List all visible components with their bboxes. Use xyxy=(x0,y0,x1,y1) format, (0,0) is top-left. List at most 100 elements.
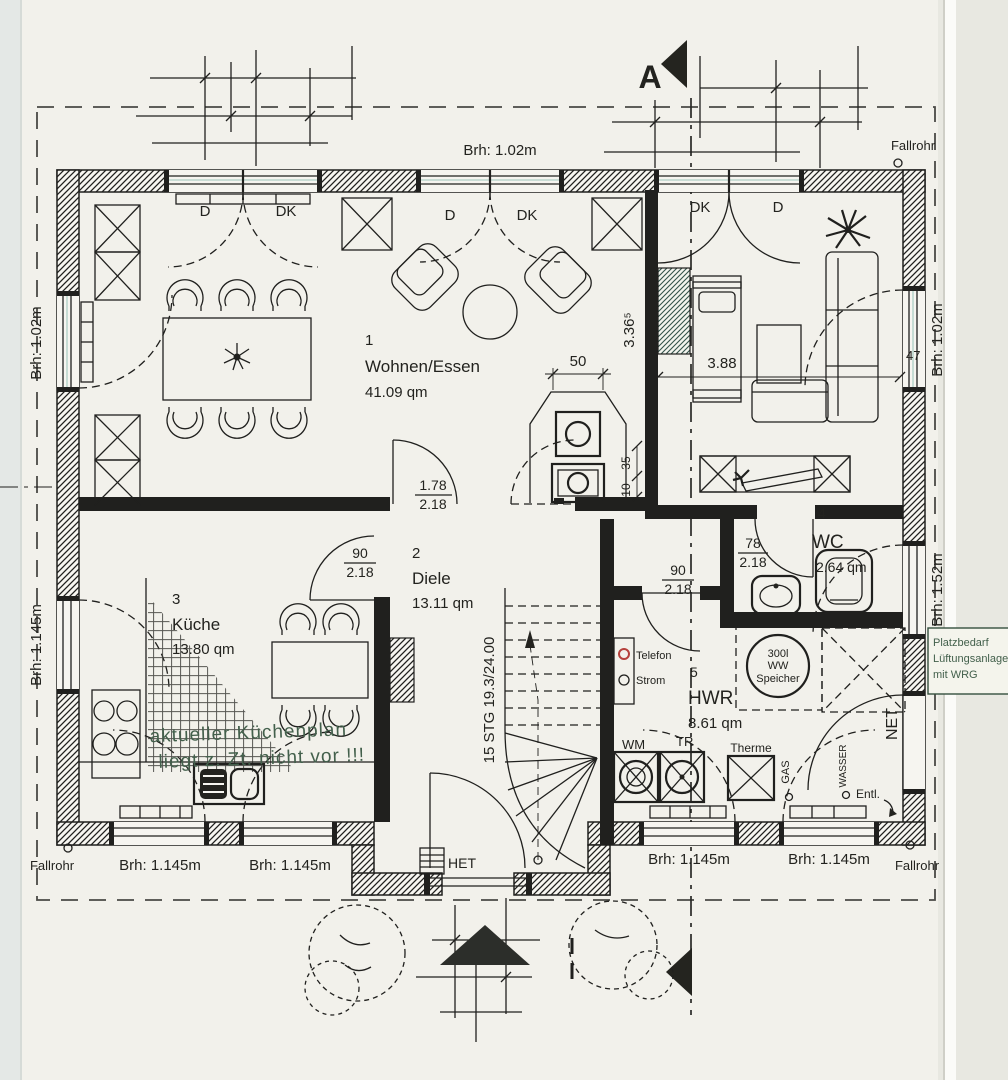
room-name: HWR xyxy=(688,688,733,709)
sill-label-left-lower: Brh: 1.145m xyxy=(28,604,45,686)
door-size-hwr: 90 2.18 xyxy=(662,562,694,597)
door-kueche xyxy=(309,535,375,601)
dimension-chain-top-right xyxy=(604,46,868,168)
sill-label-bottom-2: Brh: 1.145m xyxy=(249,857,331,874)
room-label-wohnen: 1 Wohnen/Essen 41.09 qm xyxy=(365,332,480,401)
window-tag-d: D xyxy=(200,203,211,220)
room-area: 8.61 qm xyxy=(688,715,742,732)
tree-right xyxy=(568,900,674,1000)
window-tag-dk: DK xyxy=(517,207,538,224)
dining-set xyxy=(162,279,312,439)
right-room-furniture: 3.88 3.36⁵ 47 xyxy=(621,209,920,493)
window-bottom-1 xyxy=(109,729,209,845)
sill-label-bottom-1: Brh: 1.145m xyxy=(119,857,201,874)
tr-label: TR xyxy=(676,734,693,749)
window-tags: D DK D DK DK D xyxy=(200,199,784,224)
living-furniture xyxy=(386,238,597,340)
note-line2: Lüftungsanlage xyxy=(933,653,1008,665)
wm-label: WM xyxy=(622,737,645,752)
side-door-hwr xyxy=(807,691,925,794)
window-tag-dk: DK xyxy=(276,203,297,220)
downpipe-label-bottom-left: Fallrohr xyxy=(30,858,75,873)
door-height: 2.18 xyxy=(419,496,446,512)
wasser-label: WASSER xyxy=(838,745,849,788)
window-top-1 xyxy=(164,170,322,268)
counter-hatch xyxy=(148,596,296,772)
section-arrow-top xyxy=(661,40,687,88)
note-line3: mit WRG xyxy=(933,669,978,681)
room-labels: 1 Wohnen/Essen 41.09 qm 2 Diele 13.11 qm… xyxy=(172,332,867,732)
room-number: 5 xyxy=(690,664,698,680)
kitchen: aktueller Küchenplan liegt z. Zt. nicht … xyxy=(79,578,374,806)
room-label-kueche: 3 Küche 13.80 qm xyxy=(172,591,235,658)
door-size-living: 1.78 2.18 xyxy=(415,477,452,512)
wasser-connection: WASSER xyxy=(838,745,851,800)
net-label: NET xyxy=(884,708,901,740)
strom-label: Strom xyxy=(636,675,665,687)
table-plant xyxy=(223,343,251,371)
room-label-wc: 4 WC 2.64 qm xyxy=(812,505,867,575)
door-entrance xyxy=(424,772,532,895)
door-hwr xyxy=(641,592,701,652)
speicher-line1: 300l xyxy=(768,648,789,660)
section-line-a: A xyxy=(638,40,692,1015)
telefon-strom-panel: Telefon Strom xyxy=(613,637,671,705)
room-area: 2.64 qm xyxy=(816,559,867,575)
window-tag-dk: DK xyxy=(690,199,711,216)
wardrobe-hatch xyxy=(389,637,415,703)
door-size-wc: 78 2.18 xyxy=(738,535,768,570)
dryer: TR xyxy=(658,734,706,804)
shaft-symbols xyxy=(94,197,643,506)
ww-speicher: 300l WW Speicher xyxy=(735,623,823,711)
room-name: Wohnen/Essen xyxy=(365,357,480,376)
sill-label-bottom-4: Brh: 1.145m xyxy=(788,851,870,868)
note-line1: Platzbedarf xyxy=(933,637,990,649)
room-area: 13.80 qm xyxy=(172,641,235,658)
door-width: 90 xyxy=(670,562,686,578)
downpipe-label-top-right: Fallrohr xyxy=(891,138,936,153)
sill-label-left-upper: Brh: 1.02m xyxy=(28,306,45,379)
window-tag-d: D xyxy=(773,199,784,216)
staircase: 15 STG 19.3/24.00 xyxy=(481,588,600,869)
room-name: WC xyxy=(812,532,844,553)
sill-label-bottom-3: Brh: 1.145m xyxy=(648,851,730,868)
section-marker-label: A xyxy=(638,59,661,95)
dim-flue: 35 10 xyxy=(619,440,643,503)
entlueftung: Entl. xyxy=(856,787,897,817)
window-right-upper xyxy=(804,286,925,392)
room-number: 1 xyxy=(365,332,373,349)
hwr-equipment: Telefon Strom 300l WW Speicher WM TR xyxy=(612,623,906,817)
interior-doors xyxy=(309,439,814,895)
lueftung-placeholder xyxy=(821,627,906,713)
dim-stove-width: 50 xyxy=(570,353,587,370)
tree-left xyxy=(304,904,406,1016)
window-top-2 xyxy=(416,170,564,263)
door-size-kueche: 90 2.18 xyxy=(344,545,376,580)
dim-room-depth: 3.36⁵ xyxy=(621,312,638,347)
kitchen-table-set xyxy=(271,603,369,737)
dimension-chain-top-left xyxy=(136,46,356,166)
room-number: 2 xyxy=(412,545,420,562)
speicher-line2: WW xyxy=(768,660,789,672)
door-width: 1.78 xyxy=(419,477,446,493)
door-height: 2.18 xyxy=(739,554,766,570)
stairs-label: 15 STG 19.3/24.00 xyxy=(481,637,498,764)
roof-overhang-outline xyxy=(36,106,936,901)
ventilation-note-box: Platzbedarf Lüftungsanlage mit WRG xyxy=(927,627,1008,695)
window-bottom-4 xyxy=(779,729,879,845)
dim-pier: 47 xyxy=(906,348,920,363)
therme: Therme xyxy=(726,741,776,802)
room-area: 13.11 qm xyxy=(412,595,473,612)
gas-connection: GAS xyxy=(780,760,794,802)
room-label-diele: 2 Diele 13.11 qm xyxy=(412,545,473,612)
interior-walls xyxy=(79,190,903,845)
dim-stove: 50 xyxy=(545,353,611,390)
sill-label-top: Brh: 1.02m xyxy=(463,142,536,159)
entrance-heater: HET xyxy=(419,847,476,875)
window-tag-d: D xyxy=(445,207,456,224)
downpipe-labels: Fallrohr Fallrohr Fallrohr xyxy=(30,138,940,873)
door-size-labels: 1.78 2.18 90 2.18 78 2.18 90 2.18 xyxy=(344,477,768,597)
door-width: 90 xyxy=(352,545,368,561)
